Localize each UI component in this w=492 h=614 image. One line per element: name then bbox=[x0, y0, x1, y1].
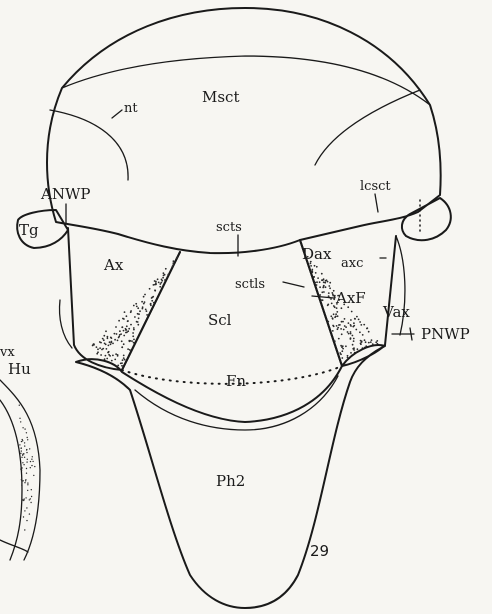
label-fn: Fn bbox=[226, 372, 246, 390]
stipple-right bbox=[307, 256, 378, 359]
humeral-wing-inner bbox=[0, 400, 22, 560]
leader-lcsct bbox=[375, 194, 378, 212]
label-scts: scts bbox=[216, 220, 242, 235]
label-anwp: ANWP bbox=[40, 185, 90, 203]
label-scl: Scl bbox=[208, 311, 232, 329]
notaulus-left bbox=[50, 110, 128, 180]
leader-axf bbox=[312, 296, 334, 298]
label-lcsct: lcsct bbox=[360, 179, 391, 194]
label-hu: Hu bbox=[8, 360, 31, 378]
label-ph2: Ph2 bbox=[216, 472, 245, 490]
label-pnwp: PNWP bbox=[421, 325, 470, 343]
leader-nt bbox=[112, 110, 122, 118]
mesoscutum-outline bbox=[47, 8, 441, 253]
leader-pnwp bbox=[392, 328, 414, 340]
label-ax: Ax bbox=[103, 256, 124, 274]
label-axf: AxF bbox=[335, 289, 366, 307]
label-nt: nt bbox=[124, 101, 138, 116]
left-process bbox=[60, 300, 73, 348]
label-vax: Vax bbox=[382, 303, 410, 321]
label-axc: axc bbox=[341, 256, 363, 271]
label-tg: Tg bbox=[19, 221, 39, 239]
figure-number: 29 bbox=[310, 542, 329, 560]
leader-sctls bbox=[283, 282, 304, 287]
label-dax: Dax bbox=[302, 245, 332, 263]
humeral-wing-outline bbox=[0, 380, 40, 560]
tegula-right bbox=[402, 198, 451, 240]
notaulus-right bbox=[315, 90, 420, 165]
label-vx: vx bbox=[0, 345, 15, 360]
mesoscutum-anterior-curve bbox=[62, 56, 430, 105]
label-msct: Msct bbox=[202, 88, 240, 106]
axilla-left-outline bbox=[68, 228, 180, 370]
label-sctls: sctls bbox=[235, 277, 265, 292]
